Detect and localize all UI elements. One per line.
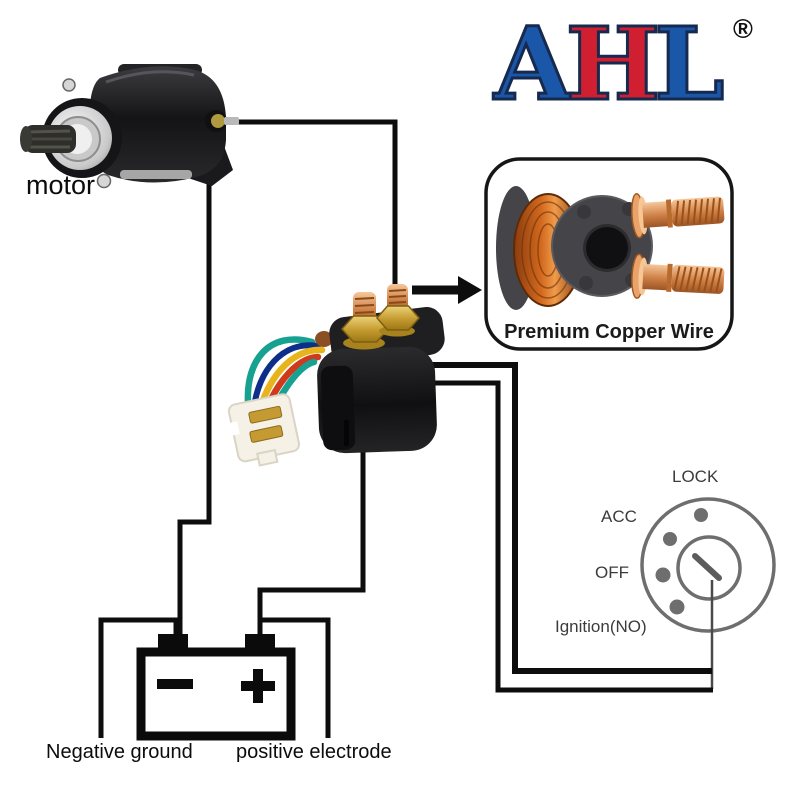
position-dot-ignition — [669, 599, 685, 615]
motor-body — [90, 66, 226, 183]
positive-electrode-label: positive electrode — [236, 741, 392, 763]
wiring — [98, 119, 714, 738]
motor-bolt — [96, 173, 112, 189]
motor-bolt — [62, 78, 76, 92]
position-dot-off — [655, 567, 671, 583]
copper-wire-inset — [484, 157, 734, 351]
wire-negative-ground-lead — [98, 617, 179, 738]
negative-ground-label: Negative ground — [46, 741, 193, 763]
battery-positive-terminal — [245, 634, 275, 650]
inset-caption: Premium Copper Wire — [504, 321, 714, 343]
connector-plug — [225, 393, 301, 467]
battery — [136, 634, 296, 741]
wire-relay-to-ignition-lower — [428, 380, 713, 693]
battery-case — [136, 647, 296, 741]
ignition-position-acc: ACC — [601, 507, 637, 526]
motor-label: motor — [26, 170, 96, 200]
wire-motor-to-battery-negative — [177, 178, 212, 642]
starter-motor-illustration — [20, 64, 239, 189]
copper-bolt — [631, 193, 725, 239]
copper-bolt — [631, 253, 725, 299]
registered-trademark-symbol: ® — [733, 14, 753, 44]
ignition-switch — [640, 497, 776, 633]
brand-letter-h: H — [564, 5, 662, 123]
minus-symbol — [157, 679, 193, 689]
plus-symbol-vertical — [253, 669, 263, 703]
relay-solenoid-illustration — [225, 284, 445, 467]
ignition-position-off: OFF — [595, 563, 629, 582]
copper-spool — [496, 186, 653, 310]
brand-logo: A H L — [493, 5, 726, 123]
relay-terminal-studs — [340, 284, 420, 350]
brand-letter-l: L — [653, 5, 726, 123]
battery-negative-terminal — [158, 634, 188, 650]
ignition-position-ignition-no: Ignition(NO) — [555, 617, 647, 636]
position-dot-acc — [663, 532, 677, 546]
wire-relay-to-ignition-upper — [426, 362, 712, 674]
wire-motor-to-relay — [237, 119, 398, 300]
relay-connector-wires — [244, 336, 326, 428]
motor-gear-shaft — [20, 125, 76, 153]
wire-relay-to-battery-positive — [257, 440, 366, 642]
position-dot-lock — [694, 508, 708, 522]
key-slot — [692, 553, 722, 581]
arrow-right-icon — [412, 276, 482, 304]
wire-positive-electrode-lead — [258, 617, 331, 738]
ignition-position-lock: LOCK — [672, 467, 719, 486]
brand-letter-a: A — [493, 5, 574, 123]
